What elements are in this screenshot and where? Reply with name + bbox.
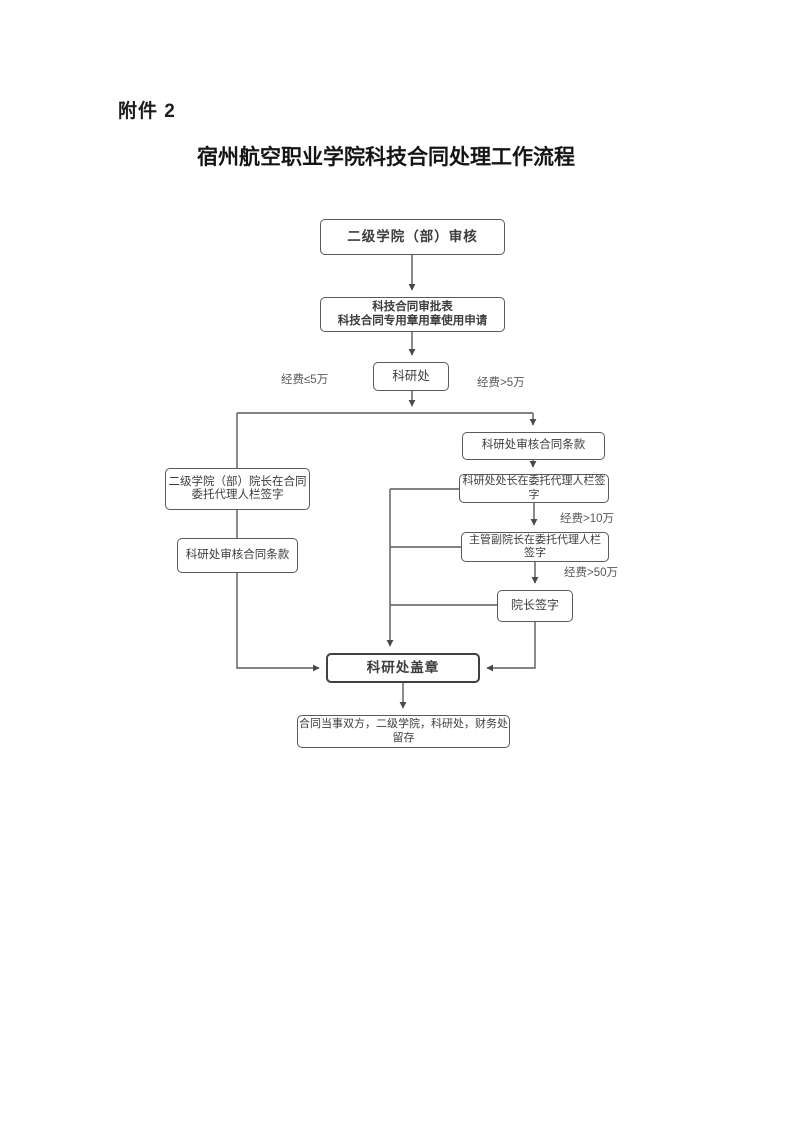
node-archive-copies: 合同当事双方，二级学院，科研处，财务处 留存	[297, 715, 510, 748]
page-title: 宿州航空职业学院科技合同处理工作流程	[197, 146, 575, 169]
edge-label-funding-gt-10w: 经费>10万	[560, 513, 615, 525]
edge-label-funding-gt-50w: 经费>50万	[564, 567, 619, 579]
node-research-office-review-terms-left: 科研处审核合同条款	[177, 538, 298, 573]
node-contract-approval-form: 科技合同审批表 科技合同专用章用章使用申请	[320, 297, 505, 332]
node-secondary-college-review: 二级学院（部）审核	[320, 219, 505, 255]
node-research-office-review-terms-right: 科研处审核合同条款	[462, 432, 605, 460]
edge-label-funding-gt-5w: 经费>5万	[477, 377, 525, 389]
node-secondary-college-dean-sign: 二级学院（部）院长在合同 委托代理人栏签字	[165, 468, 310, 510]
node-research-office-seal: 科研处盖章	[326, 653, 480, 683]
node-research-office: 科研处	[373, 362, 449, 391]
node-research-director-sign: 科研处处长在委托代理人栏签字	[459, 474, 609, 503]
connector-lcheck-seal	[236, 573, 320, 672]
node-vice-dean-sign: 主管副院长在委托代理人栏 签字	[461, 532, 609, 562]
edge-label-funding-le-5w: 经费≤5万	[281, 374, 329, 386]
connector-dean-seal	[486, 622, 536, 672]
attachment-label: 附件 2	[118, 101, 176, 122]
node-dean-sign: 院长签字	[497, 590, 573, 622]
